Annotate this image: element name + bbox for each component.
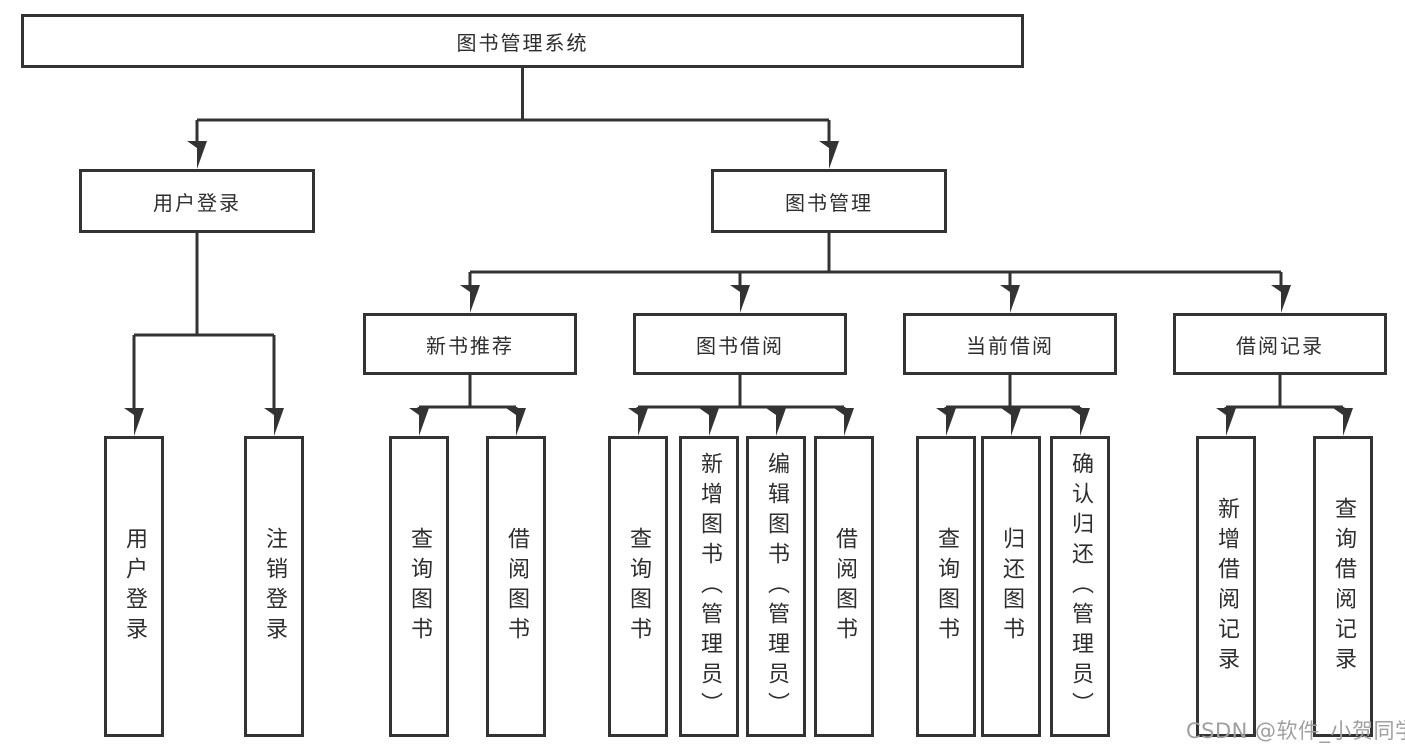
arrowhead xyxy=(409,408,429,436)
current-section-connectors xyxy=(936,375,1090,436)
node-user-login: 用户登录 xyxy=(79,169,315,233)
leaf-borrow-books: 借阅图书 xyxy=(814,436,874,737)
borrow-section-connectors xyxy=(628,375,854,436)
arrowhead xyxy=(1216,408,1236,436)
leaf-query-books: 查询图书 xyxy=(916,436,976,737)
arrowhead xyxy=(1000,285,1020,313)
arrowhead xyxy=(730,285,750,313)
leaf-confirm-return-admin: 确认归还（管理员） xyxy=(1050,436,1110,737)
records-section-connectors xyxy=(1216,375,1353,436)
node-book-management: 图书管理 xyxy=(711,169,947,233)
new-book-section-connectors xyxy=(409,375,526,436)
user-login-to-leaf-connectors xyxy=(124,233,284,436)
leaf-query-books: 查询图书 xyxy=(608,436,668,737)
arrowhead xyxy=(264,408,284,436)
node-book-borrowing: 图书借阅 xyxy=(633,313,847,375)
node-new-book-recommend: 新书推荐 xyxy=(363,313,577,375)
arrowhead xyxy=(699,408,719,436)
arrowhead xyxy=(187,141,207,169)
leaf-edit-book-admin: 编辑图书（管理员） xyxy=(746,436,806,737)
arrowhead xyxy=(819,141,839,169)
arrowhead xyxy=(1070,408,1090,436)
arrowhead xyxy=(1001,408,1021,436)
arrowhead xyxy=(1271,285,1291,313)
book-mgmt-to-section-connectors xyxy=(460,233,1291,313)
leaf-borrow-books: 借阅图书 xyxy=(486,436,546,737)
csdn-watermark: CSDN @软件_小贺同学 xyxy=(1186,719,1405,743)
leaf-logout: 注销登录 xyxy=(244,436,304,737)
leaf-query-borrow-record: 查询借阅记录 xyxy=(1313,436,1373,737)
arrowhead xyxy=(506,408,526,436)
node-library-management-system: 图书管理系统 xyxy=(21,14,1024,68)
arrowhead xyxy=(834,408,854,436)
root-to-branch-connectors xyxy=(187,68,839,169)
leaf-add-borrow-record: 新增借阅记录 xyxy=(1196,436,1256,737)
node-borrowing-records: 借阅记录 xyxy=(1173,313,1387,375)
arrowhead xyxy=(628,408,648,436)
arrowhead xyxy=(766,408,786,436)
leaf-query-books: 查询图书 xyxy=(389,436,449,737)
leaf-return-books: 归还图书 xyxy=(981,436,1041,737)
leaf-user-login: 用户登录 xyxy=(104,436,164,737)
arrowhead xyxy=(460,285,480,313)
node-current-borrowing: 当前借阅 xyxy=(903,313,1117,375)
arrowhead xyxy=(124,408,144,436)
arrowhead xyxy=(1333,408,1353,436)
leaf-add-book-admin: 新增图书（管理员） xyxy=(679,436,739,737)
arrowhead xyxy=(936,408,956,436)
